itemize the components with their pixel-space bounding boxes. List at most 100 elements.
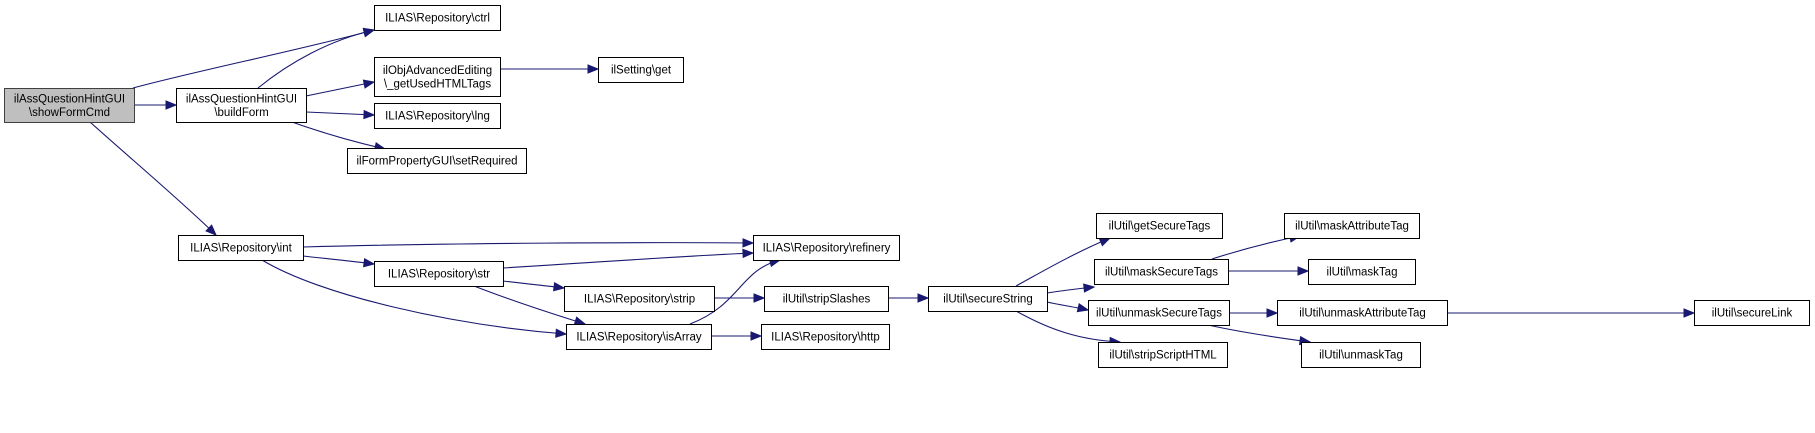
edges-layer (89, 27, 1696, 347)
edge-line (302, 242, 754, 248)
node-maskSecureTags[interactable]: ilUtil\maskSecureTags (1094, 259, 1229, 285)
edge-unmaskSecureTags-to-unmaskTag (1207, 324, 1312, 346)
node-label: ILIAS\Repository\str (388, 269, 490, 281)
node-box[interactable] (753, 235, 900, 261)
node-box[interactable] (1088, 300, 1230, 326)
node-label: ilAssQuestionHintGUI (186, 93, 297, 105)
node-showFormCmd[interactable]: ilAssQuestionHintGUI \showFormCmd (4, 88, 135, 123)
edge-unmaskSecureTags-to-unmaskAttributeTag (1229, 308, 1279, 318)
edge-maskSecureTags-to-maskTag (1227, 266, 1310, 276)
node-maskTag[interactable]: ilUtil\maskTag (1308, 259, 1416, 285)
node-http[interactable]: ILIAS\Repository\http (761, 324, 890, 350)
node-label: ilSetting\get (611, 65, 672, 77)
node-box[interactable] (764, 286, 889, 312)
edge-line (291, 121, 386, 150)
arrowhead-icon (1076, 303, 1090, 313)
node-maskAttributeTag[interactable]: ilUtil\maskAttributeTag (1284, 213, 1420, 239)
node-setRequired[interactable]: ilFormPropertyGUI\setRequired (347, 148, 527, 174)
arrowhead-icon (917, 293, 930, 303)
edge-line (473, 285, 586, 325)
node-box[interactable] (1284, 213, 1420, 239)
node-box[interactable] (1301, 342, 1421, 368)
node-box[interactable] (928, 286, 1048, 312)
node-label: \buildForm (214, 107, 268, 119)
node-box[interactable] (4, 88, 135, 123)
arrowhead-icon (1683, 308, 1696, 318)
node-unmaskSecureTags[interactable]: ilUtil\unmaskSecureTags (1088, 300, 1230, 326)
node-stripScriptHTML[interactable]: ilUtil\stripScriptHTML (1098, 342, 1228, 368)
node-box[interactable] (374, 261, 504, 287)
edge-int-to-isArray (261, 259, 568, 338)
node-unmaskTag[interactable]: ilUtil\unmaskTag (1301, 342, 1421, 368)
node-box[interactable] (1098, 342, 1228, 368)
node-box[interactable] (374, 103, 501, 129)
node-settingGet[interactable]: ilSetting\get (598, 57, 684, 83)
edge-buildForm-to-lng (305, 109, 376, 120)
node-strip[interactable]: ILIAS\Repository\strip (564, 286, 715, 312)
arrowhead-icon (205, 224, 217, 236)
node-isArray[interactable]: ILIAS\Repository\isArray (566, 324, 712, 350)
edge-line (1015, 237, 1111, 287)
node-box[interactable] (176, 88, 307, 123)
arrowhead-icon (753, 293, 766, 303)
node-label: ilUtil\maskAttributeTag (1295, 221, 1409, 233)
node-box[interactable] (566, 324, 712, 350)
node-box[interactable] (374, 57, 501, 97)
node-label: ilUtil\unmaskTag (1319, 350, 1403, 362)
node-unmaskAttributeTag[interactable]: ilUtil\unmaskAttributeTag (1277, 300, 1448, 326)
node-refinery[interactable]: ILIAS\Repository\refinery (753, 235, 900, 261)
arrowhead-icon (1266, 308, 1279, 318)
node-int[interactable]: ILIAS\Repository\int (178, 235, 304, 261)
node-box[interactable] (347, 148, 527, 174)
node-box[interactable] (564, 286, 715, 312)
node-label: ilFormPropertyGUI\setRequired (356, 156, 517, 168)
arrowhead-icon (587, 64, 600, 74)
node-label: ILIAS\Repository\isArray (576, 332, 702, 344)
node-str[interactable]: ILIAS\Repository\str (374, 261, 504, 287)
node-label: ilUtil\unmaskSecureTags (1096, 308, 1222, 320)
edge-line (89, 121, 217, 236)
node-getSecureTags[interactable]: ilUtil\getSecureTags (1096, 213, 1223, 239)
edge-int-to-str (302, 255, 376, 268)
node-label: ilUtil\maskSecureTags (1105, 267, 1218, 279)
node-label: ilUtil\getSecureTags (1109, 221, 1211, 233)
edge-unmaskAttributeTag-to-secureLink (1447, 308, 1696, 318)
node-ctrl[interactable]: ILIAS\Repository\ctrl (374, 5, 501, 31)
node-box[interactable] (1094, 259, 1229, 285)
node-label: ILIAS\Repository\ctrl (385, 13, 490, 25)
node-label: \showFormCmd (29, 107, 110, 119)
node-box[interactable] (374, 5, 501, 31)
node-label: ILIAS\Repository\http (771, 332, 880, 344)
edge-getUsedHTMLTags-to-settingGet (500, 64, 600, 74)
node-label: ilUtil\secureLink (1712, 308, 1793, 320)
node-secureLink[interactable]: ilUtil\secureLink (1694, 300, 1810, 326)
node-buildForm[interactable]: ilAssQuestionHintGUI \buildForm (176, 88, 307, 123)
node-box[interactable] (1694, 300, 1810, 326)
node-box[interactable] (598, 57, 684, 83)
node-label: ILIAS\Repository\refinery (763, 243, 891, 255)
node-label: ILIAS\Repository\int (190, 243, 292, 255)
node-box[interactable] (761, 324, 890, 350)
node-secureString[interactable]: ilUtil\secureString (928, 286, 1048, 312)
node-box[interactable] (1277, 300, 1448, 326)
edge-line (302, 255, 375, 265)
edge-isArray-to-http (711, 331, 763, 341)
node-box[interactable] (1096, 213, 1223, 239)
node-box[interactable] (178, 235, 304, 261)
node-label: ilUtil\unmaskAttributeTag (1299, 308, 1426, 320)
edge-line (1211, 235, 1301, 260)
node-box[interactable] (1308, 259, 1416, 285)
edge-stripSlashes-to-secureString (887, 293, 930, 303)
edge-showFormCmd-to-buildForm (133, 100, 178, 110)
node-label: ilAssQuestionHintGUI (14, 93, 125, 105)
edge-line (689, 259, 781, 325)
edge-str-to-strip (502, 280, 566, 292)
edge-secureString-to-unmaskSecureTags (1046, 301, 1090, 313)
node-getUsedHTMLTags[interactable]: ilObjAdvancedEditing\_getUsedHTMLTags (374, 57, 501, 97)
edge-int-to-refinery (302, 238, 755, 248)
node-lng[interactable]: ILIAS\Repository\lng (374, 103, 501, 129)
node-stripSlashes[interactable]: ilUtil\stripSlashes (764, 286, 889, 312)
edge-line (1207, 324, 1311, 343)
edge-line (261, 259, 567, 335)
